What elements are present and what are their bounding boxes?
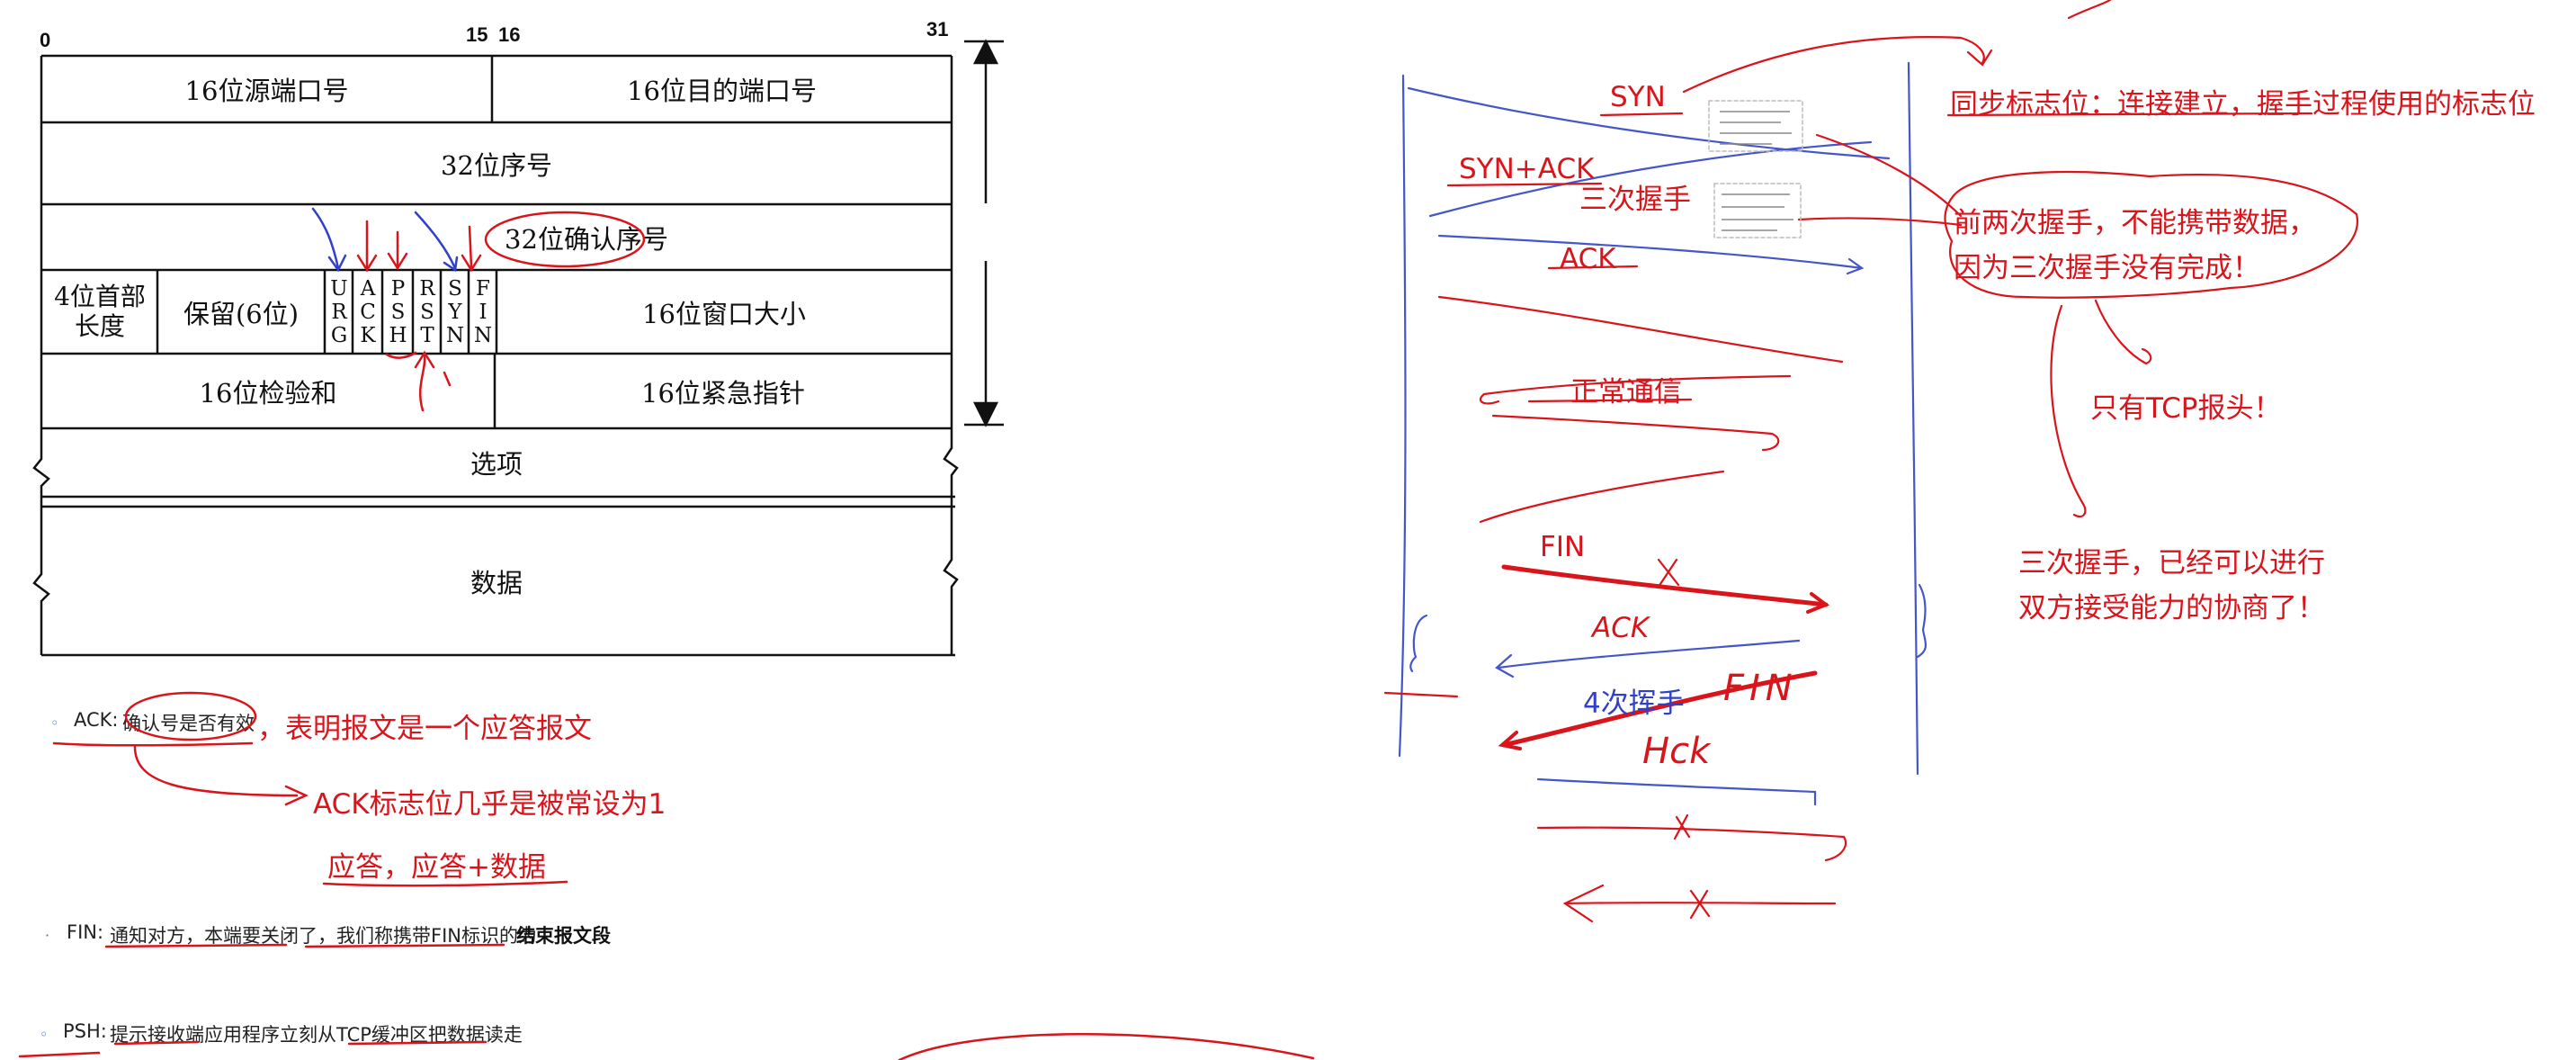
window-size-field: 16位窗口大小: [642, 298, 806, 329]
psh-note-prefix: PSH:: [63, 1020, 107, 1042]
fin-bullet: ·: [45, 927, 50, 944]
scribble-fin: FIN: [1723, 668, 1798, 709]
syn-description: 同步标志位：连接建立，握手过程使用的标志位: [1950, 88, 2536, 121]
fin-label: FIN: [1540, 531, 1586, 563]
checksum-field: 16位检验和: [199, 377, 337, 409]
ack-extra-2: 应答，应答+数据: [327, 851, 546, 884]
urgent-pointer-field: 16位紧急指针: [641, 377, 805, 409]
bit-number-31: 31: [926, 18, 949, 40]
four-way-label: 4次挥手: [1583, 687, 1685, 720]
bit-number-0: 0: [40, 29, 51, 51]
src-port-field: 16位源端口号: [184, 76, 349, 106]
flag-syn: SYN: [443, 276, 467, 347]
fin-note-bold: 结束报文段: [516, 925, 611, 947]
psh-bullet: ◦: [40, 1026, 49, 1043]
options-field: 选项: [470, 449, 523, 480]
only-header-note: 只有TCP报头！: [2090, 392, 2282, 425]
scribble-ack-2: Hck: [1642, 731, 1711, 772]
three-way-label: 三次握手: [1579, 184, 1691, 216]
bit-number-15: 15: [466, 23, 488, 46]
header-length-field: 4位首部长度: [54, 282, 146, 341]
no-data-line-2: 因为三次握手没有完成！: [1954, 252, 2260, 284]
ack-extra-1: ACK标志位几乎是被常设为1: [313, 788, 666, 821]
ack-note-prefix: ACK:: [74, 709, 119, 731]
flag-psh: PSH: [386, 276, 410, 347]
scribble-ack: ACK: [1592, 612, 1650, 644]
negotiate-line-2: 双方接受能力的协商了！: [2018, 592, 2325, 624]
dst-port-field: 16位目的端口号: [627, 76, 817, 106]
seq-field: 32位序号: [441, 149, 552, 181]
flag-ack: ACK: [356, 276, 380, 347]
header-annotations: [311, 207, 646, 412]
flag-urg: URG: [327, 276, 351, 347]
tcp-header-lines: [32, 39, 1004, 657]
syn-ack-label: SYN+ACK: [1459, 153, 1595, 185]
negotiate-line-1: 三次握手，已经可以进行: [2018, 547, 2325, 579]
flag-fin: FIN: [471, 276, 495, 347]
notes-annotations: [18, 691, 1315, 1060]
data-field: 数据: [470, 567, 523, 598]
ack-bullet: ◦: [50, 714, 59, 732]
flag-rst: RST: [416, 276, 439, 347]
reserved-field: 保留(6位): [183, 298, 300, 329]
no-data-line-1: 前两次握手，不能携带数据，: [1954, 207, 2316, 239]
fin-note-text: 通知对方，本端要关闭了，我们称携带FIN标识的为: [110, 925, 537, 947]
fin-note-prefix: FIN:: [67, 921, 104, 943]
ack-label: ACK: [1560, 243, 1616, 275]
ack-annotation: ，表明报文是一个应答报文: [257, 713, 592, 745]
normal-comm-label: 正常通信: [1570, 376, 1682, 409]
syn-label: SYN: [1610, 81, 1666, 113]
ack-note-text: 确认号是否有效: [122, 713, 255, 734]
bit-number-16: 16: [498, 23, 521, 46]
ack-number-field: 32位确认序号: [505, 223, 668, 255]
